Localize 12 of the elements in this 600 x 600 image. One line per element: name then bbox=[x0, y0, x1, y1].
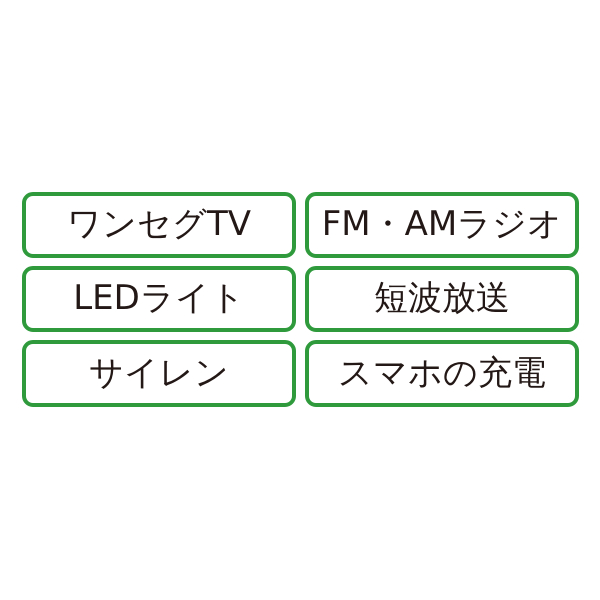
feature-label: LEDライト bbox=[73, 280, 245, 318]
feature-box bbox=[305, 340, 579, 407]
feature-label: 短波放送 bbox=[374, 280, 510, 318]
feature-label: ワンセグTV bbox=[66, 206, 252, 244]
feature-label: FM・AMラジオ bbox=[322, 206, 562, 244]
feature-box bbox=[305, 266, 579, 332]
feature-box bbox=[22, 340, 296, 407]
feature-box bbox=[22, 192, 296, 258]
feature-label: スマホの充電 bbox=[338, 354, 546, 392]
feature-box bbox=[22, 266, 296, 332]
feature-box bbox=[305, 192, 579, 258]
feature-label: サイレン bbox=[89, 354, 229, 392]
